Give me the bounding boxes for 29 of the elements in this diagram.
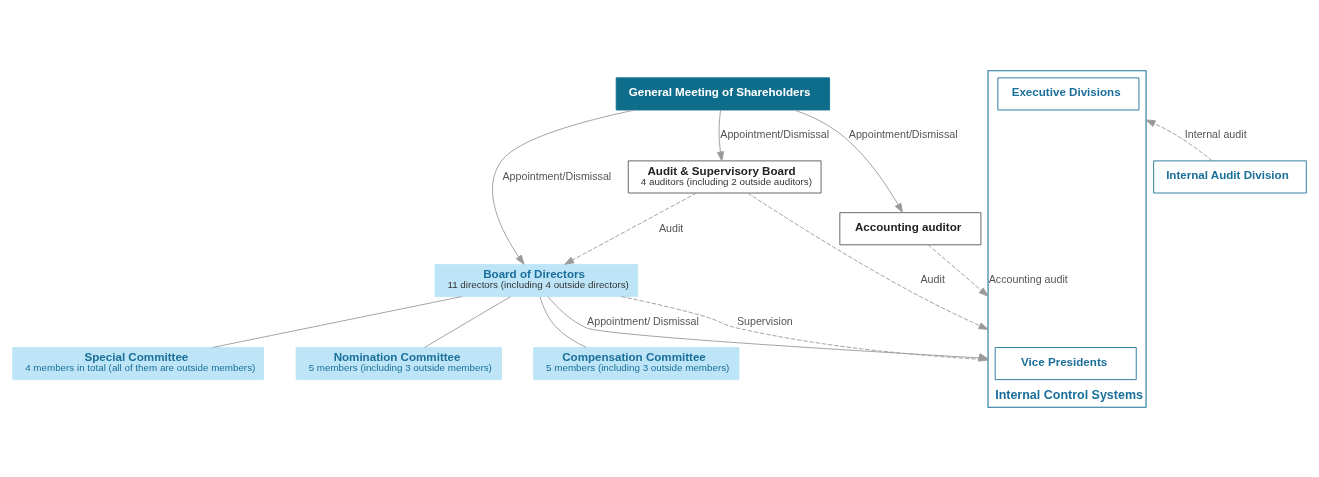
- node-box: Vice Presidents: [994, 346, 1137, 380]
- arrow: [716, 109, 725, 161]
- node-box: General Meeting of Shareholders: [615, 76, 830, 110]
- edge-label: Appointment/Dismissal: [502, 169, 612, 182]
- edge-label: Audit: [658, 221, 684, 233]
- edge-label: Accounting audit: [988, 272, 1068, 285]
- edge-label: Supervision: [736, 314, 793, 327]
- node-box: Executive Divisions: [997, 76, 1140, 110]
- connector: [539, 295, 587, 348]
- arrow: [492, 109, 636, 265]
- connector: [424, 295, 511, 348]
- arrow: [794, 109, 903, 213]
- arrow: [564, 192, 697, 265]
- node-box: Compensation Committee 5 members (including 3 outside members): [533, 346, 740, 380]
- arrow: [1145, 119, 1213, 161]
- node-box: Accounting auditor: [839, 211, 982, 245]
- node-box: Nomination Committee 5 members (including 3 outside members): [295, 346, 502, 380]
- connector: [212, 295, 463, 348]
- edge-label: Audit: [920, 272, 945, 285]
- node-box: Special Committee 4 members in total (all of them are outside members): [12, 346, 264, 380]
- arrow: [747, 192, 989, 330]
- arrow: [927, 243, 989, 297]
- edge-label: Appointment/Dismissal: [720, 127, 830, 140]
- edge-label: Appointment/ Dismissal: [587, 314, 699, 327]
- edge-label: Appointment/Dismissal: [848, 127, 958, 140]
- node-box: Board of Directors 11 directors (including 4 outside directors): [434, 263, 639, 297]
- node-box: Audit & Supervisory Board 4 auditors (including 2 outside auditors): [627, 159, 822, 193]
- edge-label: Internal audit: [1184, 127, 1247, 140]
- node-box: Internal Audit Division: [1153, 159, 1307, 193]
